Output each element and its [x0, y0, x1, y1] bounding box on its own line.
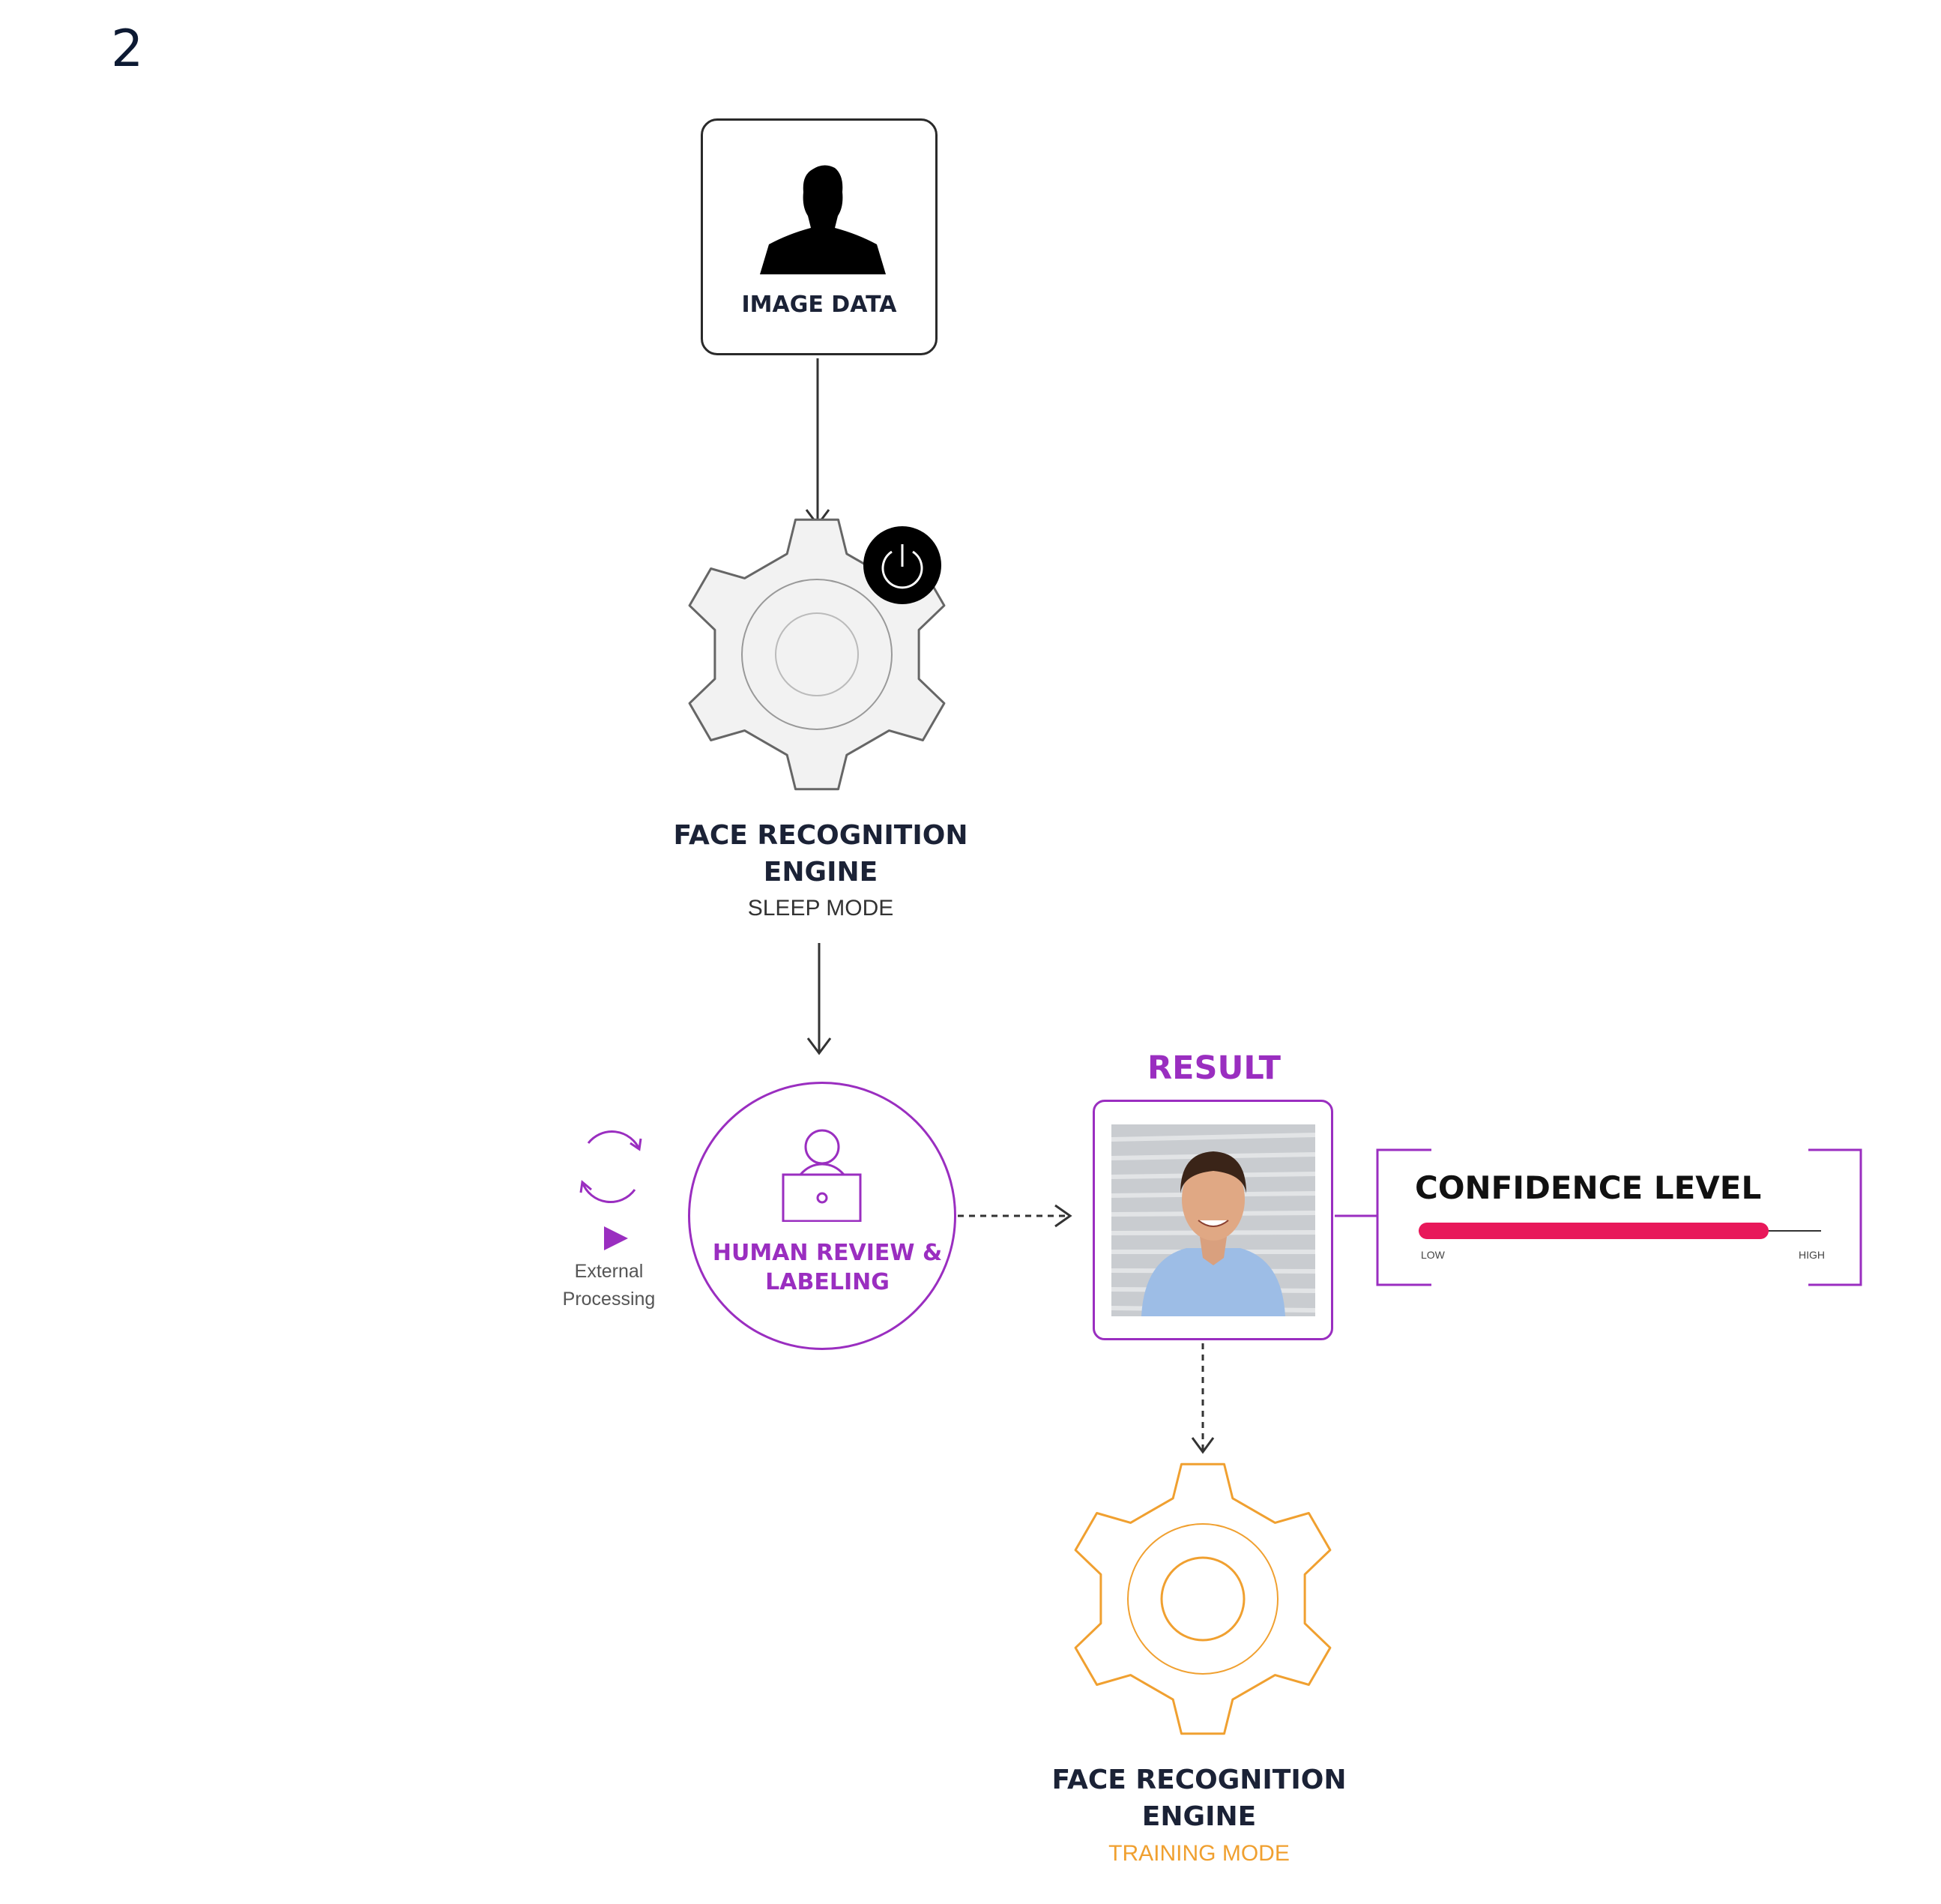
engine-sleep-title-line1: FACE RECOGNITION [673, 820, 968, 851]
play-icon [604, 1226, 628, 1250]
result-title: RESULT [1147, 1049, 1281, 1087]
human-review-line2: LABELING [765, 1269, 890, 1295]
human-review-line1: HUMAN REVIEW & [712, 1240, 943, 1266]
human-review-label: HUMAN REVIEW & LABELING [688, 1238, 967, 1297]
confidence-bar-fill [1419, 1223, 1769, 1239]
result-box [1093, 1100, 1333, 1340]
person-silhouette-icon [760, 165, 886, 274]
engine-training-mode: TRAINING MODE [1108, 1841, 1290, 1866]
confidence-high-label: HIGH [1799, 1249, 1825, 1261]
step-number: 2 [111, 19, 144, 79]
confidence-title: CONFIDENCE LEVEL [1415, 1169, 1762, 1206]
confidence-bracket-left [1376, 1148, 1431, 1286]
confidence-bracket-right [1808, 1148, 1862, 1286]
engine-sleep-title-line2: ENGINE [763, 857, 878, 888]
refresh-cycle-icon [579, 1130, 642, 1203]
engine-sleep-mode: SLEEP MODE [747, 896, 894, 921]
human-review-circle [688, 1082, 956, 1350]
reviewer-laptop-icon [782, 1129, 862, 1222]
engine-training-title-line1: FACE RECOGNITION [1051, 1765, 1347, 1795]
image-data-label: IMAGE DATA [741, 292, 897, 318]
power-icon [863, 526, 941, 604]
engine-sleep-title: FACE RECOGNITION ENGINE [645, 817, 997, 891]
gear-icon-training [1074, 1462, 1332, 1735]
external-line1: External [574, 1261, 644, 1282]
external-line2: Processing [562, 1289, 656, 1310]
engine-training-title: FACE RECOGNITION ENGINE [1019, 1762, 1379, 1835]
engine-training-title-line2: ENGINE [1141, 1801, 1257, 1832]
confidence-low-label: LOW [1421, 1249, 1445, 1261]
image-data-box: IMAGE DATA [701, 118, 938, 355]
result-face-photo [1111, 1124, 1315, 1316]
external-processing-label: External Processing [540, 1258, 678, 1313]
